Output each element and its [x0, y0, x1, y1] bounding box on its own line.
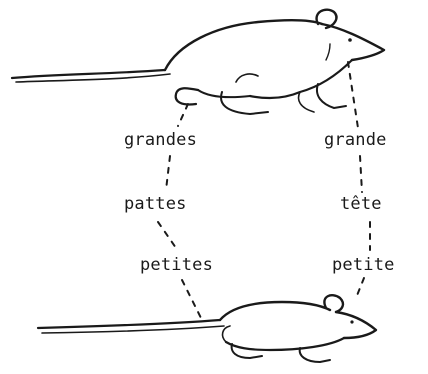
- rat-illustration: [12, 10, 384, 114]
- label-grande: grande: [324, 132, 387, 149]
- label-pattes: pattes: [124, 196, 187, 213]
- label-grandes: grandes: [124, 132, 197, 149]
- label-tete: tête: [340, 196, 382, 213]
- label-petite: petite: [332, 257, 395, 274]
- mouse-illustration: [38, 295, 376, 362]
- label-petites: petites: [140, 257, 213, 274]
